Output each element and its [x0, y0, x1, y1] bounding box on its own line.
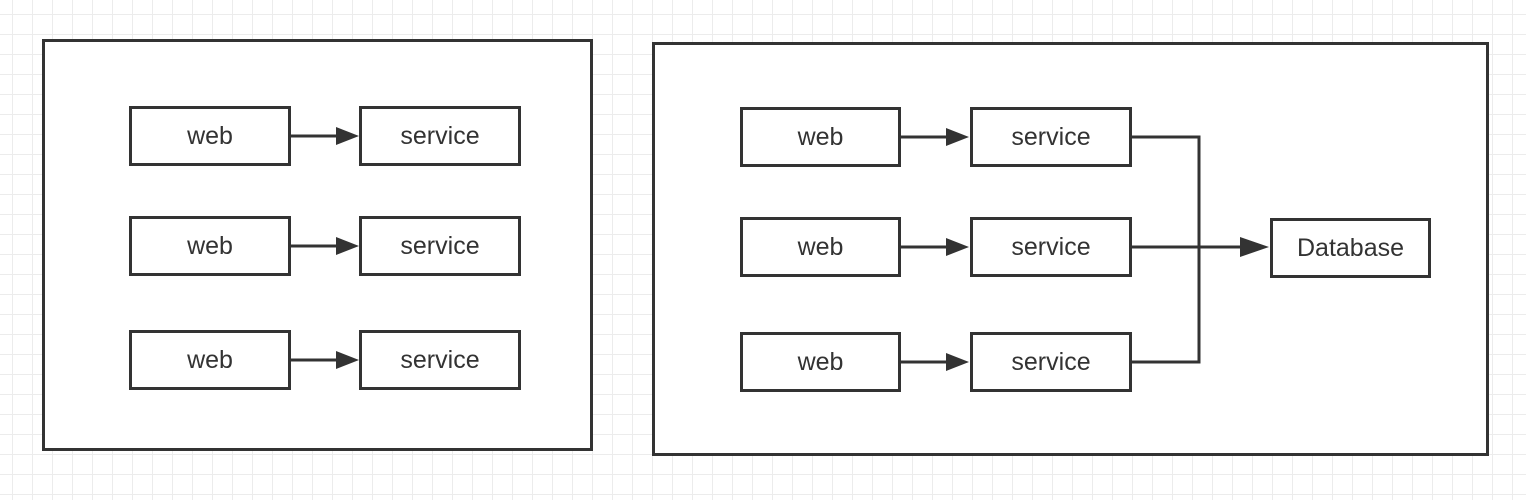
service-node: service: [970, 332, 1132, 392]
web-node: web: [740, 332, 901, 392]
database-node: Database: [1270, 218, 1431, 278]
web-node: web: [129, 216, 291, 276]
edge-service-to-database: [1132, 135, 1201, 247]
service-node: service: [970, 217, 1132, 277]
service-node: service: [359, 330, 521, 390]
service-node: service: [970, 107, 1132, 167]
arrowhead-icon: [336, 127, 359, 145]
arrowhead-icon: [336, 237, 359, 255]
arrowhead-icon: [946, 128, 969, 146]
web-node: web: [129, 106, 291, 166]
web-node: web: [129, 330, 291, 390]
arrowhead-icon: [946, 238, 969, 256]
arrowhead-icon: [1240, 237, 1269, 257]
web-node: web: [740, 217, 901, 277]
service-node: service: [359, 106, 521, 166]
edge-service-to-database: [1132, 247, 1201, 364]
web-node: web: [740, 107, 901, 167]
arrowhead-icon: [336, 351, 359, 369]
service-node: service: [359, 216, 521, 276]
arrowhead-icon: [946, 353, 969, 371]
